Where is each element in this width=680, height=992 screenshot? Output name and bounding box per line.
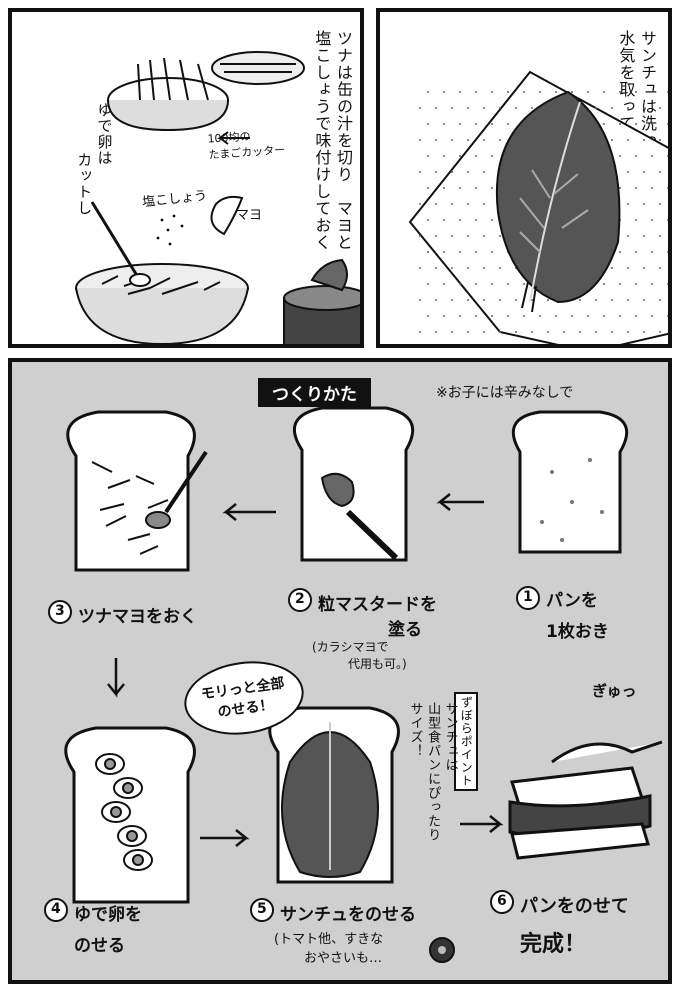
step-number-5: 5 [257,901,267,917]
mayo-drop-icon [210,195,244,236]
mustard-spread-icon [320,472,355,508]
step-5-note: (トマト他、すきなおやさいも… [274,932,384,966]
step-3-label: ツナマヨをおく [78,607,197,627]
panel-recipe-steps: つくりかた ※お子には辛みなしで [8,358,672,984]
lettuce-leaf-illustration [495,90,621,313]
bread-speckles [540,458,604,542]
tip-title: ずぼらポイント [454,692,479,791]
step-2-label: 粒マスタードを塗る [318,595,437,640]
panel-lettuce-prep: サンチュは洗って 水気を取っておく [376,8,672,348]
kids-note: ※お子には辛みなしで [436,385,574,401]
arrow-step5-icon [200,829,250,847]
step-number-3: 3 [55,603,65,619]
arrow-step3-icon [222,503,276,521]
tip-text: サンチュは山型食パンにぴったりサイズ！ [407,702,458,842]
arrow-step4-icon [107,658,125,698]
spoon-icon [145,511,171,529]
tuna-bowl-illustration [75,201,249,344]
arrow-left-icon [217,131,250,145]
step-number-1: 1 [523,589,533,605]
finished-sandwich-illustration [508,740,663,860]
step-5-label: サンチュをのせる [280,905,416,925]
step-number-6: 6 [497,893,507,909]
arrow-step2-icon [436,493,484,511]
bread-slice-1-illustration [511,410,629,554]
step-number-4: 4 [51,901,61,917]
squeeze-sound: ぎゅっ [592,682,637,700]
tuna-prep-illustration [75,51,360,344]
spatula-icon [345,509,399,561]
egg-slices-illustration [95,753,153,871]
egg-note-text: ゆで卵は カットし [75,102,114,216]
step-number-2: 2 [295,591,305,607]
step-number-circles [44,586,540,922]
mayo-label: マヨ [236,208,263,223]
bread-slice-3-illustration [66,410,196,572]
tuna-can-illustration [283,258,360,344]
step-4-label: ゆで卵をのせる [74,905,142,956]
salt-sprinkle-icon [156,214,184,246]
tuna-topping-illustration [91,461,169,555]
step-2-note: (カラシマヨで代用も可。) [312,640,407,671]
egg-cutter-illustration [107,51,305,132]
arrow-step6-icon [460,815,504,833]
recipe-illustrations [44,406,663,963]
panel-tuna-prep: ツナは缶の汁を切り マヨと 塩こしょうで味付けしておく ゆで卵は カットし 10… [8,8,364,348]
lettuce-illustration [408,70,668,344]
recipe-title: つくりかた [258,378,371,407]
step-6-label: パンをのせて完成！ [520,896,629,957]
tuna-instruction-text: ツナは缶の汁を切り マヨと 塩こしょうで味付けしておく [312,30,353,251]
